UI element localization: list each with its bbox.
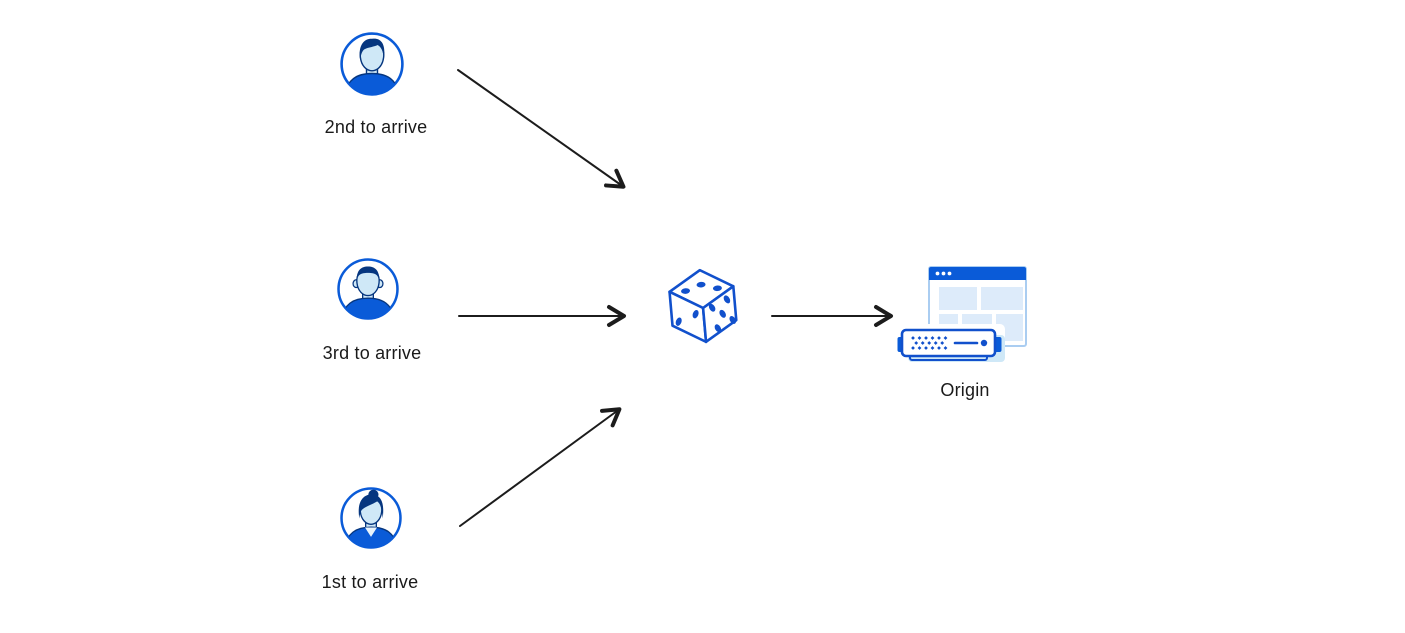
client-node-1st: [339, 486, 403, 550]
origin-label: Origin: [940, 380, 990, 400]
dice-icon: [668, 268, 738, 344]
client-label-2nd: 2nd to arrive: [324, 117, 428, 137]
client-node-2nd: [339, 31, 405, 97]
woman-bun-avatar-icon: [340, 487, 402, 549]
man-short-hair-avatar-icon: [337, 258, 399, 320]
arrow-client-2nd-to-dice: [457, 69, 626, 189]
dice-node: [662, 263, 744, 349]
origin-server-browser-icon: [895, 266, 1027, 362]
client-node-3rd: [336, 257, 400, 321]
client-label-1st: 1st to arrive: [321, 572, 419, 592]
arrow-client-1st-to-dice: [459, 407, 622, 527]
client-label-3rd: 3rd to arrive: [322, 343, 422, 363]
man-swept-hair-avatar-icon: [340, 32, 404, 96]
origin-node: [892, 260, 1032, 372]
